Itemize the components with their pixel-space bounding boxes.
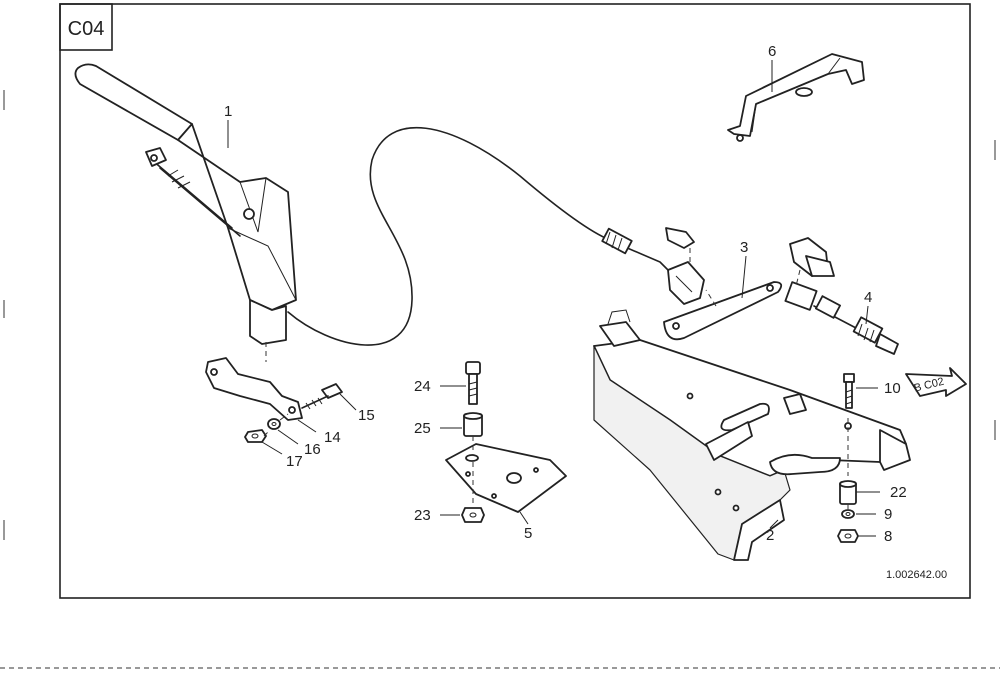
callout-10: 10 xyxy=(884,380,901,397)
equalizer-bar xyxy=(663,281,783,341)
bolt-24 xyxy=(465,361,481,405)
callout-16: 16 xyxy=(304,441,321,458)
lever-mount-bracket xyxy=(205,357,303,421)
callout-15: 15 xyxy=(358,407,375,424)
mounting-strap xyxy=(727,53,865,142)
cable-adjuster xyxy=(601,227,633,255)
callout-2: 2 xyxy=(766,527,774,544)
callout-9: 9 xyxy=(884,506,892,523)
callout-5: 5 xyxy=(524,525,532,542)
washer-16 xyxy=(267,418,281,430)
callout-numbers: 1 2 3 4 5 6 8 9 10 14 15 16 17 22 23 24 … xyxy=(224,43,907,545)
callout-8: 8 xyxy=(884,528,892,545)
bolt-10 xyxy=(843,373,855,409)
reference-arrow: B C02 xyxy=(905,367,967,397)
brake-cable xyxy=(287,126,611,346)
callout-6: 6 xyxy=(768,43,776,60)
washer-9 xyxy=(841,509,855,519)
callout-23: 23 xyxy=(414,507,431,524)
spacer-25 xyxy=(463,412,483,437)
rear-cable-end xyxy=(813,295,899,355)
drawing-frame xyxy=(59,3,971,599)
callout-4: 4 xyxy=(864,289,872,306)
callout-1: 1 xyxy=(224,103,232,120)
callout-17: 17 xyxy=(286,453,303,470)
leader-lines xyxy=(227,60,880,537)
page-code-box: C04 xyxy=(59,3,113,51)
mounting-plate-5 xyxy=(445,443,567,513)
callout-25: 25 xyxy=(414,420,431,437)
main-bracket xyxy=(593,309,911,561)
handbrake-lever xyxy=(74,63,297,345)
page-code: C04 xyxy=(68,18,105,40)
clevis-fork-2 xyxy=(784,237,835,311)
nut-8 xyxy=(837,529,859,543)
cable-end xyxy=(617,243,671,273)
callout-24: 24 xyxy=(414,378,431,395)
drawing-number: 1.002642.00 xyxy=(886,569,947,581)
nut-23 xyxy=(461,507,485,523)
callout-14: 14 xyxy=(324,429,341,446)
scan-margin-marks xyxy=(0,90,1000,669)
callout-3: 3 xyxy=(740,239,748,256)
clevis-fork xyxy=(665,227,705,305)
nut-17 xyxy=(244,429,267,443)
bolt-15 xyxy=(301,383,343,410)
spacer-22 xyxy=(839,480,857,505)
callout-22: 22 xyxy=(890,484,907,501)
